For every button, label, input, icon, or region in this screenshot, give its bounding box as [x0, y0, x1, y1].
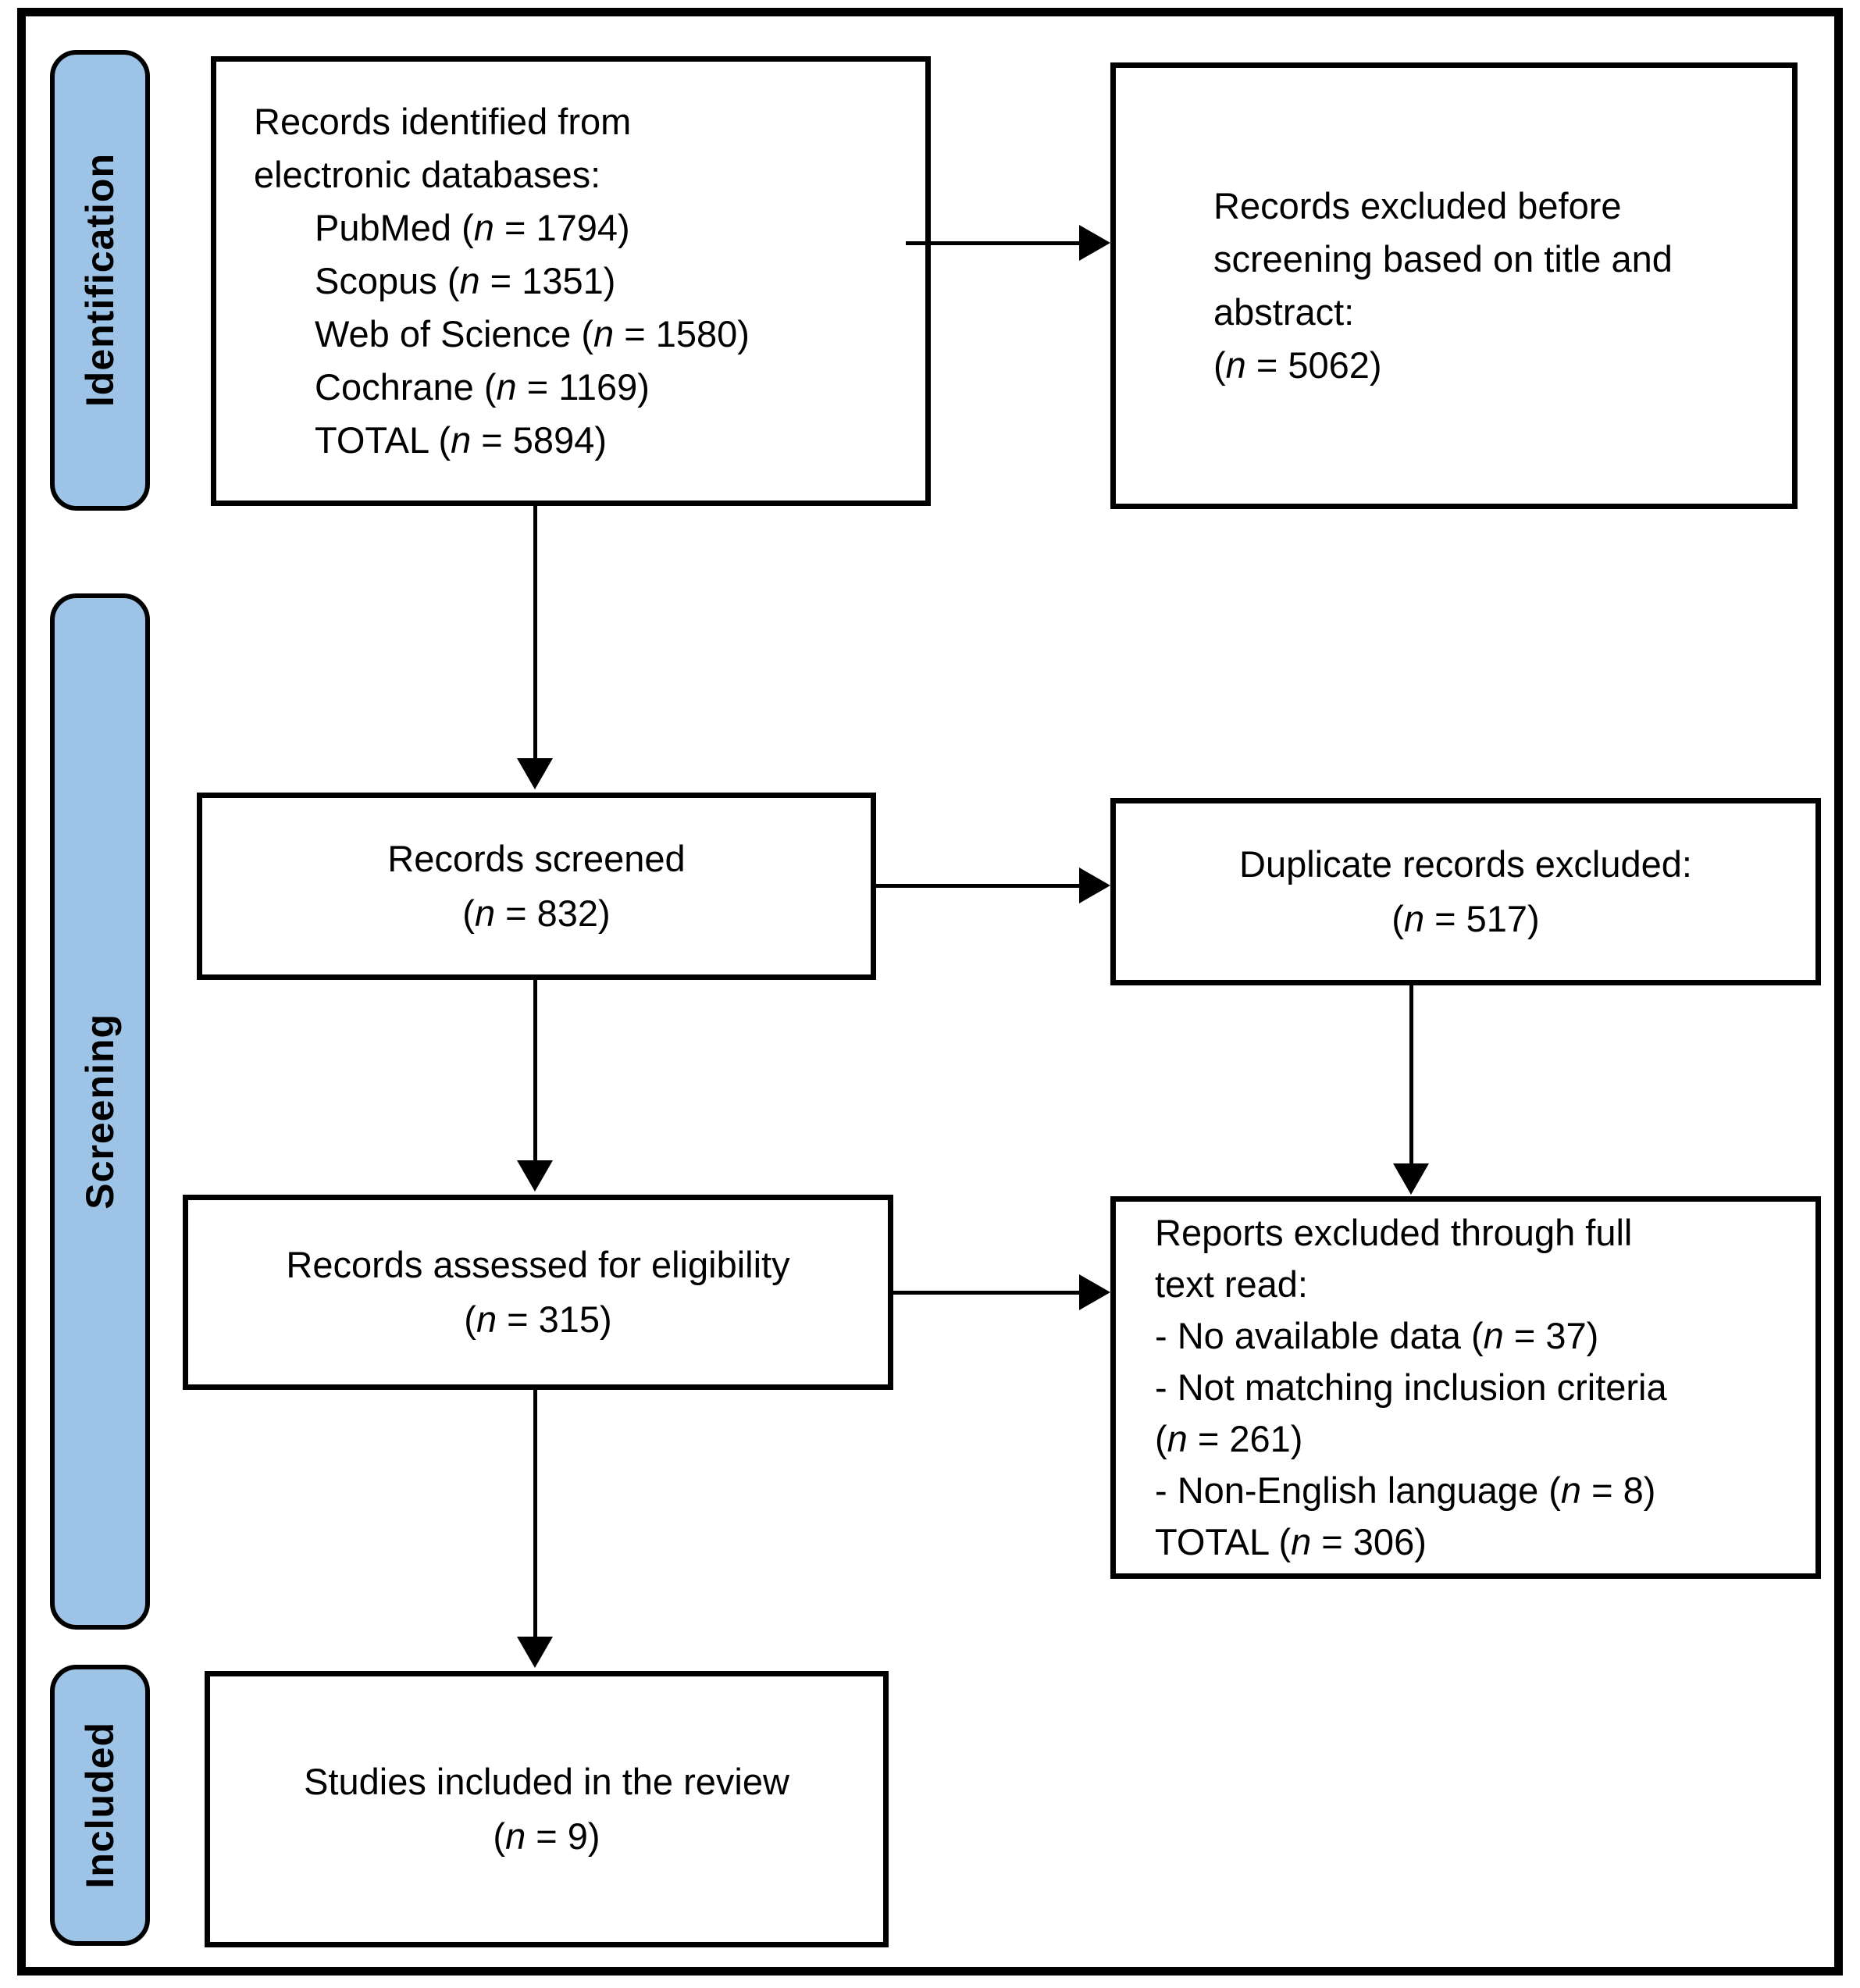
text-line: screening based on title and [1213, 238, 1673, 280]
text-line: TOTAL (n = 306) [1155, 1521, 1427, 1562]
box-records-assessed: Records assessed for eligibility (n = 31… [183, 1195, 893, 1390]
arrowhead-right-icon [1079, 1274, 1110, 1310]
text-line: Duplicate records excluded: [1239, 843, 1692, 885]
arrowhead-right-icon [1079, 225, 1110, 261]
text-line: (n = 5062) [1213, 344, 1382, 386]
box-excluded-before-screening: Records excluded before screening based … [1110, 62, 1798, 509]
text-line: Scopus (n = 1351) [315, 260, 616, 301]
arrowhead-down-icon [517, 1160, 553, 1192]
text-line: Records excluded before [1213, 185, 1622, 226]
text-line: - No available data (n = 37) [1155, 1315, 1599, 1356]
connector-duplicates-to-fulltext [1409, 985, 1413, 1165]
database-list: PubMed (n = 1794) Scopus (n = 1351) Web … [315, 201, 750, 467]
text-line: Cochrane (n = 1169) [315, 366, 650, 408]
stage-label-included: Included [78, 1722, 122, 1889]
text-line: electronic databases: [254, 154, 601, 195]
text-line: Records assessed for eligibility [286, 1244, 790, 1285]
connector-identified-to-screened [533, 506, 537, 760]
text-line: abstract: [1213, 291, 1355, 333]
stage-pill-identification: Identification [50, 50, 150, 511]
text-line: Records screened [387, 838, 686, 879]
text-line: (n = 517) [1391, 898, 1540, 939]
connector-assessed-to-fulltext [893, 1291, 1081, 1295]
box-records-screened: Records screened (n = 832) [197, 793, 876, 980]
connector-assessed-to-included [533, 1390, 537, 1638]
connector-identified-to-excluded [906, 241, 1082, 245]
stage-pill-included: Included [50, 1665, 150, 1946]
diagram-outer-border [17, 8, 1843, 1976]
arrowhead-down-icon [1393, 1163, 1429, 1195]
arrowhead-down-icon [517, 758, 553, 789]
text-line: Records identified from [254, 101, 632, 142]
text-line: (n = 832) [462, 892, 611, 934]
text-line: Studies included in the review [304, 1761, 789, 1802]
box-records-identified: Records identified from electronic datab… [211, 56, 931, 506]
text-line: (n = 9) [493, 1815, 600, 1857]
arrowhead-right-icon [1079, 868, 1110, 903]
stage-label-identification: Identification [78, 153, 122, 408]
box-studies-included: Studies included in the review (n = 9) [205, 1671, 889, 1947]
text-line: PubMed (n = 1794) [315, 207, 630, 248]
text-line: text read: [1155, 1263, 1308, 1305]
text-line: Web of Science (n = 1580) [315, 313, 750, 354]
text-line: (n = 315) [464, 1299, 612, 1340]
arrowhead-down-icon [517, 1637, 553, 1668]
text-line: - Not matching inclusion criteria [1155, 1366, 1667, 1408]
text-line: Reports excluded through full [1155, 1212, 1633, 1253]
text-line: - Non-English language (n = 8) [1155, 1470, 1656, 1511]
connector-screened-to-duplicates [876, 884, 1081, 888]
stage-pill-screening: Screening [50, 593, 150, 1630]
text-line: TOTAL (n = 5894) [315, 419, 608, 461]
text-line: (n = 261) [1155, 1418, 1303, 1459]
box-fulltext-excluded: Reports excluded through full text read:… [1110, 1196, 1821, 1579]
stage-label-screening: Screening [78, 1014, 122, 1210]
connector-screened-to-assessed [533, 980, 537, 1162]
box-duplicates-excluded: Duplicate records excluded: (n = 517) [1110, 798, 1821, 985]
